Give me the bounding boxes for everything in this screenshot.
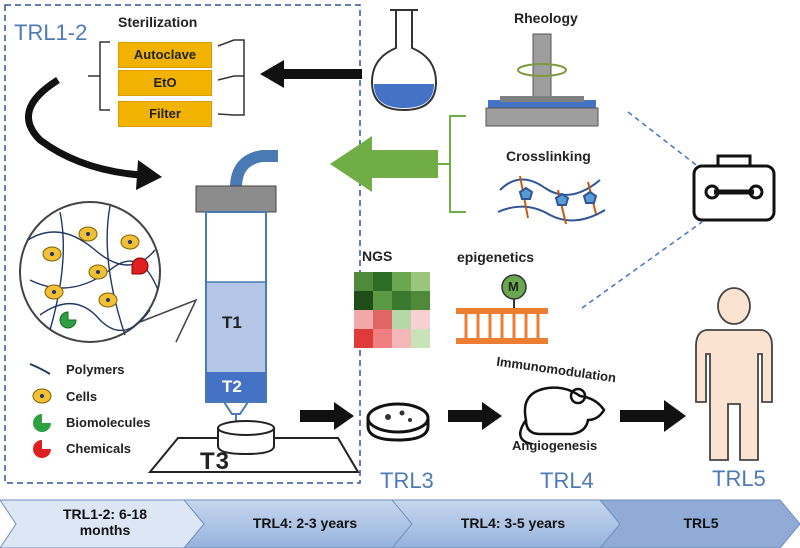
rheometer-icon — [485, 33, 599, 127]
trl4-label: TRL4 — [540, 468, 594, 493]
dna-icon — [456, 274, 548, 344]
trl5-label: TRL5 — [712, 466, 766, 491]
timeline-step-2: TRL4: 2-3 years — [210, 515, 400, 531]
polymers-icon — [29, 363, 51, 375]
green-arrow — [330, 136, 438, 192]
green-bracket — [436, 115, 466, 213]
legend-biomolecules: Biomolecules — [66, 415, 151, 430]
arrow-flask-to-sterilization — [260, 60, 362, 88]
chemicals-icon — [33, 440, 51, 458]
sterilization-autoclave: Autoclave — [118, 42, 212, 68]
timeline-step-1-line1: TRL1-2: 6-18 — [62, 506, 148, 522]
timeline-step-3: TRL4: 3-5 years — [418, 515, 608, 531]
crosslinking-label: Crosslinking — [506, 148, 591, 164]
rheology-label: Rheology — [514, 10, 578, 26]
sterilization-label: Sterilization — [118, 14, 198, 30]
timeline-step-4-line1: TRL5 — [683, 515, 719, 531]
timeline-step-2-line1: TRL4: 2-3 years — [252, 515, 358, 531]
pipeline-arrows — [300, 400, 686, 432]
trl3-label: TRL3 — [380, 468, 434, 493]
epigenetics-label: epigenetics — [457, 249, 535, 265]
syringe-icon — [195, 150, 278, 424]
petri-dish-icon — [366, 402, 430, 442]
methylation-label: M — [508, 279, 519, 294]
timeline-bar — [0, 499, 800, 548]
t1-label: T1 — [222, 313, 242, 332]
dashed-link-top — [627, 111, 701, 169]
trl12-label: TRL1-2 — [14, 20, 88, 45]
curved-arrow — [24, 77, 162, 190]
trl12-frame — [4, 4, 361, 484]
crosslink-network — [497, 175, 606, 225]
legend-cells: Cells — [66, 389, 98, 404]
timeline-step-4: TRL5 — [626, 515, 776, 531]
hydrogel-zoom-callout — [19, 201, 198, 343]
flask-icon — [370, 9, 438, 112]
t3-print-bed — [147, 420, 360, 473]
ngs-label: NGS — [362, 248, 393, 264]
timeline-step-1-line2: months — [79, 522, 131, 538]
ngs-heatmap — [354, 272, 430, 348]
t2-label: T2 — [222, 377, 242, 396]
sterilization-bracket — [88, 39, 245, 116]
angiogenesis-label: Angiogenesis — [512, 438, 598, 453]
timeline-step-3-line1: TRL4: 3-5 years — [460, 515, 566, 531]
human-icon — [695, 287, 773, 461]
timeline-step-1: TRL1-2: 6-18 months — [20, 506, 190, 538]
toolbox-icon — [692, 154, 776, 222]
sterilization-eto: EtO — [118, 70, 212, 96]
legend-polymers: Polymers — [66, 362, 125, 377]
sterilization-filter: Filter — [118, 101, 212, 127]
t3-label: T3 — [200, 448, 231, 475]
mouse-icon — [519, 386, 606, 446]
legend-chemicals: Chemicals — [66, 441, 132, 456]
biomolecules-icon — [33, 414, 51, 432]
dashed-link-bottom — [581, 221, 703, 309]
legend-icons — [29, 363, 52, 458]
